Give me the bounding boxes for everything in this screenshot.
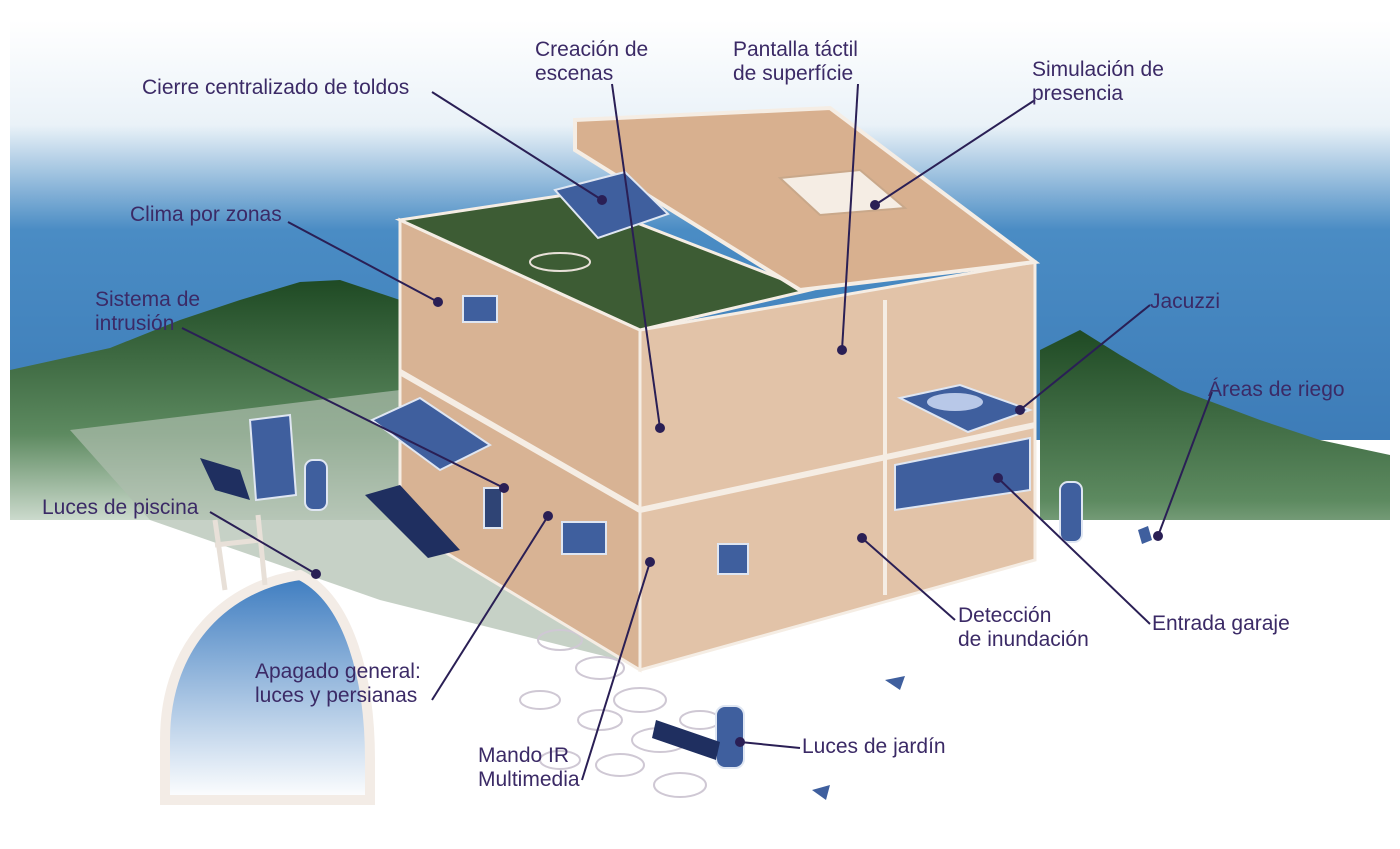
sprinkler-2 bbox=[885, 676, 905, 690]
label-mando-line2: Multimedia bbox=[478, 768, 580, 791]
leader-piscina bbox=[209, 511, 317, 575]
monitor bbox=[462, 295, 498, 323]
label-clima: Clima por zonas bbox=[130, 203, 282, 226]
label-presencia: Simulación de presencia bbox=[1032, 58, 1164, 106]
floor-line bbox=[398, 369, 1036, 514]
label-presencia-line1: Simulación de bbox=[1032, 58, 1164, 81]
garden-light-pool bbox=[304, 459, 328, 511]
label-apagado-line2: luces y persianas bbox=[255, 684, 418, 707]
garden-table bbox=[529, 252, 591, 272]
ground-shadow-left bbox=[200, 458, 250, 500]
pool bbox=[160, 569, 375, 805]
label-escenas-line2: escenas bbox=[535, 62, 614, 85]
leader-presencia bbox=[874, 99, 1036, 206]
label-intrusion-line1: Sistema de bbox=[95, 288, 201, 311]
leader-riego bbox=[1157, 391, 1213, 537]
label-garaje: Entrada garaje bbox=[1152, 612, 1290, 635]
garden-light-path bbox=[715, 705, 745, 769]
garden-light-garage bbox=[1059, 481, 1083, 543]
leader-apagado bbox=[431, 515, 549, 701]
label-apagado: Apagado general: luces y persianas bbox=[255, 660, 421, 708]
label-inundacion: Detección de inundación bbox=[958, 604, 1089, 652]
label-intrusion: Sistema de intrusión bbox=[95, 288, 200, 336]
leader-garaje bbox=[997, 477, 1151, 625]
label-inundacion-line2: de inundación bbox=[958, 628, 1089, 651]
leader-lines bbox=[181, 83, 1213, 781]
garage-door bbox=[894, 436, 1031, 512]
leader-clima bbox=[287, 221, 439, 303]
ground-shadow-path bbox=[652, 720, 720, 760]
ground-shadow-mid bbox=[365, 485, 460, 558]
label-jacuzzi: Jacuzzi bbox=[1150, 290, 1221, 313]
label-pantalla-line1: Pantalla táctil bbox=[733, 38, 858, 61]
tv bbox=[561, 521, 607, 555]
leader-toldos bbox=[431, 91, 603, 201]
label-escenas-line1: Creación de bbox=[535, 38, 649, 61]
label-riego: Áreas de riego bbox=[1208, 378, 1345, 401]
label-jardin: Luces de jardín bbox=[802, 735, 946, 758]
pool-ladder bbox=[212, 514, 268, 591]
label-pantalla: Pantalla táctil de superfície bbox=[733, 38, 858, 86]
jacuzzi-water bbox=[927, 393, 983, 411]
pool-equipment bbox=[248, 413, 298, 502]
leader-escenas bbox=[611, 83, 661, 429]
label-toldos: Cierre centralizado de toldos bbox=[142, 76, 410, 99]
label-piscina: Luces de piscina bbox=[42, 496, 199, 519]
label-intrusion-line2: intrusión bbox=[95, 312, 175, 335]
label-inundacion-line1: Detección bbox=[958, 604, 1052, 627]
label-escenas: Creación de escenas bbox=[535, 38, 648, 86]
sprinkler bbox=[1138, 526, 1152, 544]
sprinkler-3 bbox=[812, 785, 830, 800]
label-mando-line1: Mando IR bbox=[478, 744, 570, 767]
alarm-panel bbox=[483, 487, 503, 529]
awning-side bbox=[370, 396, 492, 472]
label-pantalla-line2: de superfície bbox=[733, 62, 854, 85]
leader-jacuzzi bbox=[1019, 304, 1151, 411]
label-mando: Mando IR Multimedia bbox=[478, 744, 580, 792]
leader-intrusion bbox=[181, 327, 505, 489]
label-presencia-line2: presencia bbox=[1032, 82, 1124, 105]
leader-jardin bbox=[739, 741, 801, 749]
leader-pantalla bbox=[841, 83, 859, 351]
leader-dots bbox=[311, 195, 1163, 747]
leader-inundacion bbox=[861, 537, 956, 621]
leader-mando bbox=[581, 561, 651, 781]
media-box bbox=[717, 543, 749, 575]
label-apagado-line1: Apagado general: bbox=[255, 660, 421, 683]
